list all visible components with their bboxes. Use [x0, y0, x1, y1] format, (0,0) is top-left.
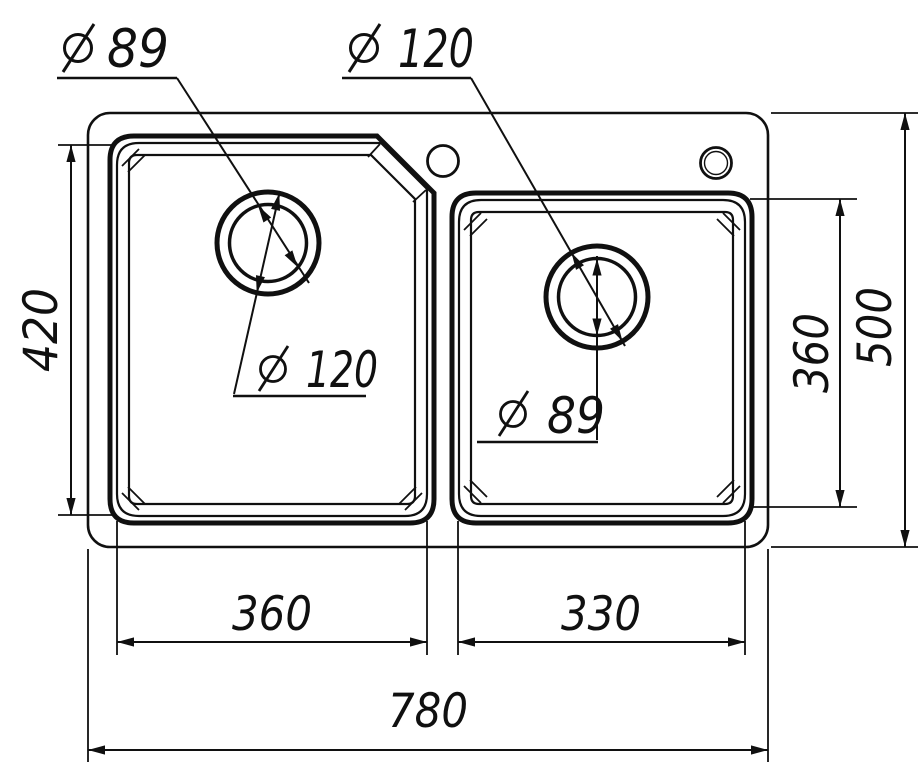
arrowhead: [255, 275, 265, 293]
diameter-icon: [61, 23, 96, 73]
extension-lines: [58, 112, 918, 762]
dim-value-right-bowl-depth: 360: [785, 313, 840, 393]
right-bowl-rim: [457, 198, 747, 518]
dim-value-left-bowl-width: 360: [232, 587, 312, 642]
diameter-icon: [497, 390, 530, 437]
left-drain-inner-circle: [227, 202, 309, 284]
left-bowl-corner-facets: [121, 143, 427, 511]
arrowhead: [592, 258, 602, 276]
left-drain-outer-circle: [214, 189, 322, 297]
leader-right-drain-large: [470, 77, 626, 347]
label-right-drain-small: 89: [477, 387, 605, 445]
sink-body: [86, 111, 770, 549]
label-right-drain-large: 120: [342, 19, 474, 80]
arrowhead: [610, 324, 623, 342]
dimension-lines: [70, 113, 906, 751]
sink-outer-contour: [86, 111, 770, 549]
arrowhead: [271, 193, 281, 211]
label-value: 120: [306, 341, 378, 399]
leader-left-drain-small: [176, 77, 310, 284]
faucet-hole-right: [699, 146, 733, 180]
leader-left-drain-large: [233, 190, 281, 395]
right-bowl-bottom: [469, 210, 735, 506]
label-value: 89: [547, 387, 605, 445]
right-bowl-recess-outline: [449, 190, 755, 526]
label-left-drain-small: 89: [57, 19, 177, 80]
faucet-hole-left: [426, 144, 460, 178]
arrowhead: [284, 250, 298, 268]
right-bowl-corner-facets: [463, 212, 741, 504]
label-value: 120: [398, 19, 474, 80]
arrowhead: [258, 205, 272, 223]
leader-lines: [176, 77, 626, 440]
faucet-hole-right-bevel: [703, 150, 729, 176]
arrowheads: [66, 113, 910, 755]
arrowhead: [571, 252, 584, 270]
dim-value-overall-depth: 500: [848, 287, 903, 367]
dim-value-right-bowl-width: 330: [561, 587, 641, 642]
dim-value-left-bowl-depth: 420: [14, 288, 69, 372]
arrowhead: [592, 318, 602, 336]
left-drain: [214, 189, 322, 297]
left-bowl-rim: [115, 141, 429, 518]
diameter-icon: [257, 345, 290, 392]
label-left-drain-large: 120: [233, 341, 378, 399]
diameter-icon: [347, 23, 382, 73]
dim-value-overall-width: 780: [388, 684, 468, 739]
label-value: 89: [107, 19, 169, 80]
